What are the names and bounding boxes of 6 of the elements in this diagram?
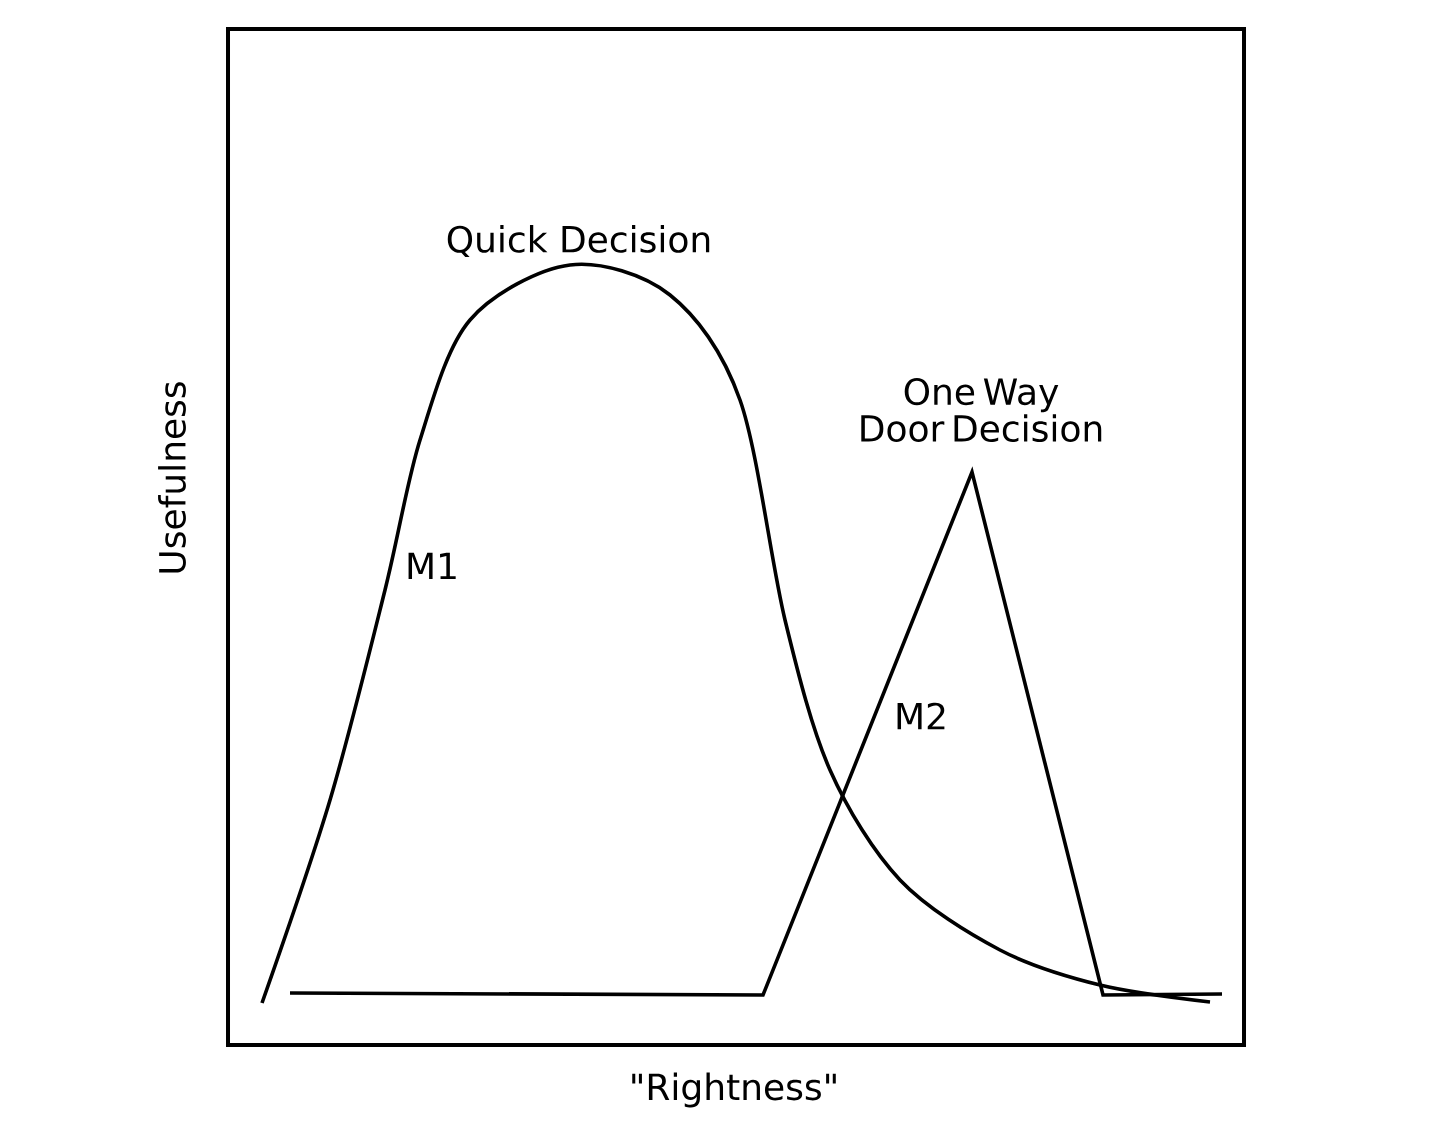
curve-label: Quick Decision bbox=[447, 225, 710, 257]
axis-label: "Rightness" bbox=[632, 1072, 836, 1108]
curve-label: M1 bbox=[408, 552, 456, 580]
curve-label: One Way Door Decision bbox=[861, 377, 1102, 442]
curve-label: M2 bbox=[897, 702, 945, 730]
axis-label: Usefulness bbox=[158, 382, 186, 573]
